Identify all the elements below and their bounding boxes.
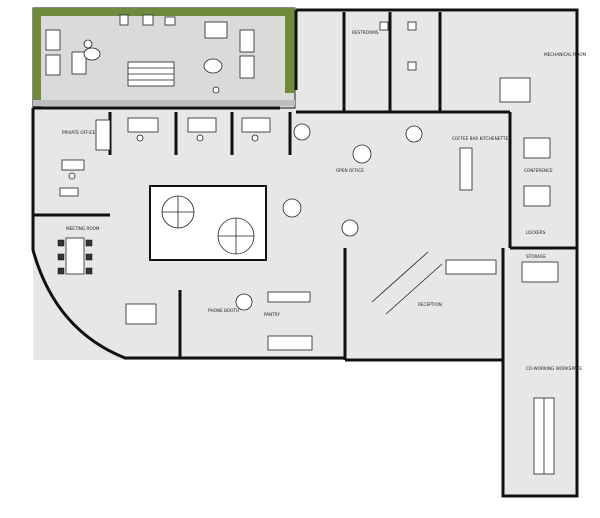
meeting-room: MEETING ROOM	[57, 226, 100, 275]
label-pantry: PANTRY	[264, 312, 280, 317]
walls	[31, 8, 579, 498]
office-pods	[127, 117, 271, 142]
label-conference: CONFERENCE	[524, 168, 553, 173]
coffee-kitchenette: COFFEE BAR KITCHENETTE	[452, 136, 508, 191]
reception: RECEPTION	[371, 251, 497, 315]
label-mechanical: MECHANICAL ROOM	[544, 52, 587, 57]
lower-rooms: PHONE BOOTH PANTRY	[125, 291, 313, 351]
label-phone-booth: PHONE BOOTH	[208, 308, 239, 313]
open-office-tables: OPEN OFFICE	[282, 123, 423, 237]
storage: STORAGE	[521, 254, 559, 283]
private-office: PRIVATE OFFICE	[59, 119, 111, 197]
label-meeting-room: MEETING ROOM	[66, 226, 100, 231]
label-coworking: CO-WORKING WORKSPACE	[526, 366, 582, 371]
central-courtyard	[149, 185, 267, 261]
label-restrooms: RESTROOMS	[352, 30, 379, 35]
label-lockers: LOCKERS	[526, 230, 546, 235]
label-coffee-kitchenette: COFFEE BAR KITCHENETTE	[452, 136, 508, 141]
label-storage: STORAGE	[526, 254, 546, 259]
label-open-office: OPEN OFFICE	[336, 168, 364, 173]
conference: CONFERENCE LOCKERS	[523, 137, 553, 235]
label-reception: RECEPTION	[418, 302, 442, 307]
coworking: CO-WORKING WORKSPACE	[526, 366, 582, 475]
terrace-furniture	[45, 14, 255, 94]
service-rooms: RESTROOMS MECHANICAL ROOM	[352, 21, 587, 103]
label-private-office: PRIVATE OFFICE	[62, 130, 96, 135]
